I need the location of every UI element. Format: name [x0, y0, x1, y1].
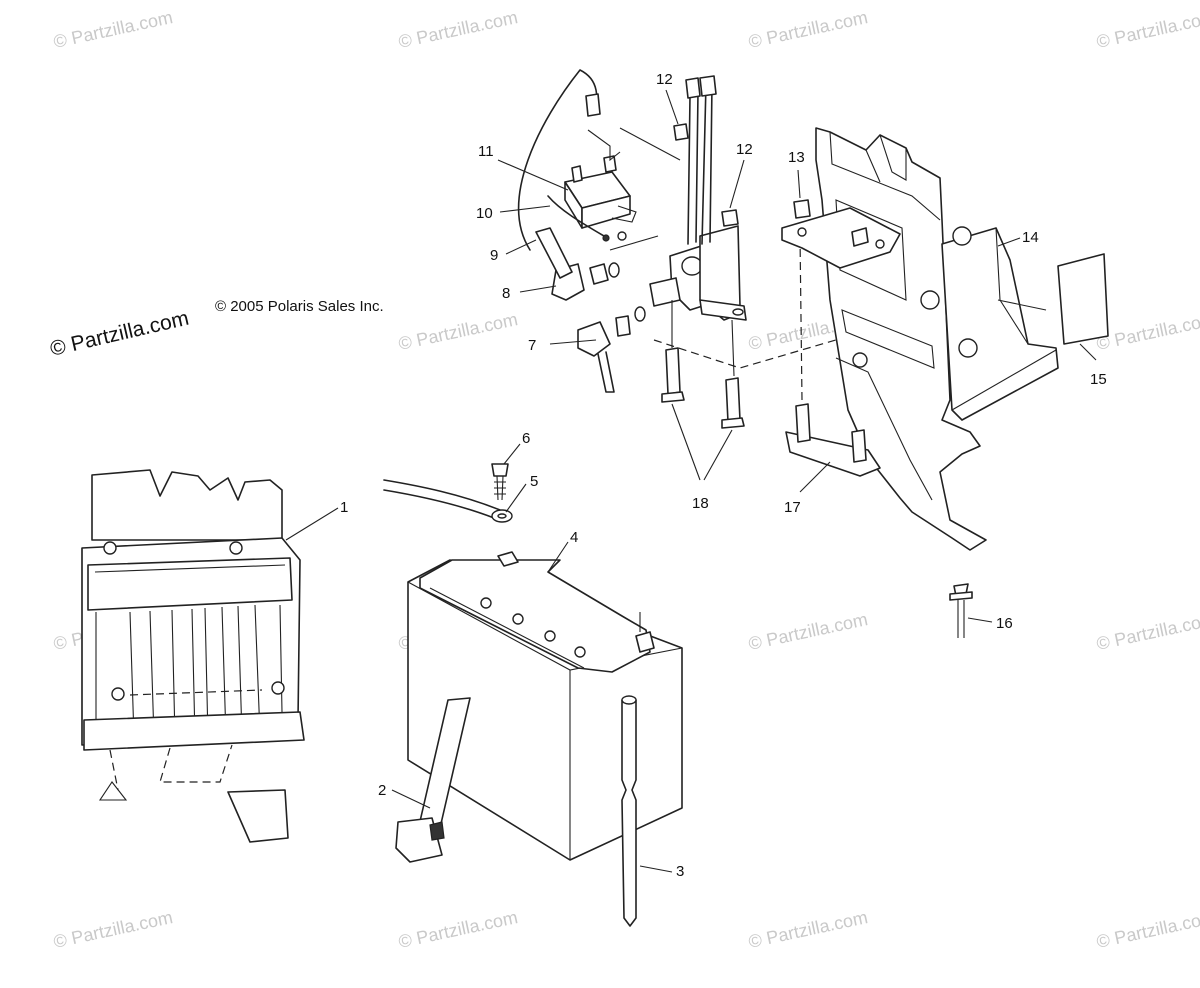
- part-4-battery: [407, 551, 683, 861]
- callout-11: 11: [478, 143, 494, 160]
- part-14-mounting-bracket: [781, 127, 1059, 551]
- callout-12-right: 12: [736, 141, 753, 158]
- watermark: © Partzilla.com: [52, 907, 175, 952]
- callout-15: 15: [1090, 371, 1107, 388]
- watermark: © Partzilla.com: [747, 907, 870, 952]
- callout-18: 18: [692, 495, 709, 512]
- callout-8: 8: [502, 285, 510, 302]
- callout-4: 4: [570, 529, 578, 546]
- callout-6: 6: [522, 430, 530, 447]
- part-3-vent-tube: [621, 695, 637, 927]
- callout-5: 5: [530, 473, 538, 490]
- watermark: © Partzilla.com: [397, 7, 520, 52]
- callout-1: 1: [340, 499, 348, 516]
- watermark: © Partzilla.com: [1095, 609, 1200, 654]
- part-16-rivet: [949, 583, 973, 638]
- callout-16: 16: [996, 615, 1013, 632]
- solenoid-assembly: [517, 69, 747, 429]
- alignment-line: [799, 235, 803, 401]
- part-5-6-screw-cable: [383, 463, 513, 523]
- watermark: © Partzilla.com: [397, 907, 520, 952]
- callout-2: 2: [378, 782, 386, 799]
- watermark: © Partzilla.com: [1095, 309, 1200, 354]
- part-2-strap: [395, 697, 471, 863]
- callout-9: 9: [490, 247, 498, 264]
- part-15-decal: [1057, 253, 1109, 345]
- copyright-notice: © 2005 Polaris Sales Inc.: [215, 298, 384, 315]
- leader-lines: [285, 89, 1097, 873]
- callout-17: 17: [784, 499, 801, 516]
- watermark: © Partzilla.com: [52, 7, 175, 52]
- part-1-battery-holder: [81, 469, 305, 843]
- watermark: © Partzilla.com: [397, 309, 520, 354]
- partzilla-copyright: © Partzilla.com: [48, 307, 191, 361]
- part-17-pad: [785, 403, 881, 477]
- watermark: © Partzilla.com: [1095, 907, 1200, 952]
- watermark: © Partzilla.com: [747, 609, 870, 654]
- callout-7: 7: [528, 337, 536, 354]
- alignment-line: [653, 329, 871, 369]
- callout-12-top: 12: [656, 71, 673, 88]
- callout-labels: 1 2 3 4 5 6 7 8 9 10 11 12 12 13 14 15 1…: [340, 71, 1107, 880]
- callout-14: 14: [1022, 229, 1039, 246]
- callout-10: 10: [476, 205, 493, 222]
- watermark: © Partzilla.com: [1095, 7, 1200, 52]
- watermark: © Partzilla.com: [747, 7, 870, 52]
- callout-13: 13: [788, 149, 805, 166]
- callout-3: 3: [676, 863, 684, 880]
